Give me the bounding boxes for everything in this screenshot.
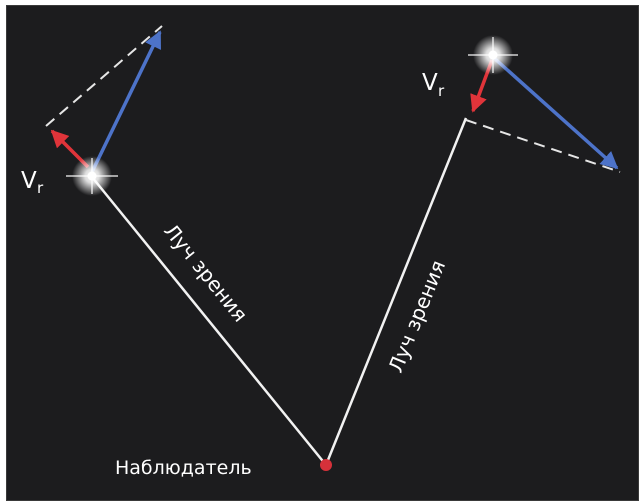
left-velocity-label: V r: [21, 168, 44, 197]
diagram-frame: [6, 5, 639, 501]
left-total-velocity-arrow: [90, 30, 162, 173]
left-star-icon: [66, 156, 118, 196]
right-star-icon: [468, 35, 518, 75]
observer-dot: [320, 459, 332, 471]
left-projection-dashed-line: [45, 25, 163, 127]
right-ray-label: Луч зрения: [383, 257, 450, 376]
right-velocity-subscript: r: [438, 82, 445, 100]
left-ray-label: Луч зрения: [159, 219, 252, 326]
left-velocity-letter: V: [21, 168, 37, 194]
right-projection-dashed-line: [465, 119, 621, 173]
right-velocity-letter: V: [422, 70, 438, 96]
right-total-velocity-arrow: [492, 56, 619, 170]
observer-label: Наблюдатель: [115, 457, 252, 479]
left-velocity-subscript: r: [37, 179, 44, 197]
right-line-of-sight: [324, 117, 468, 466]
left-line-of-sight: [91, 176, 327, 466]
right-velocity-label: V r: [422, 70, 445, 100]
